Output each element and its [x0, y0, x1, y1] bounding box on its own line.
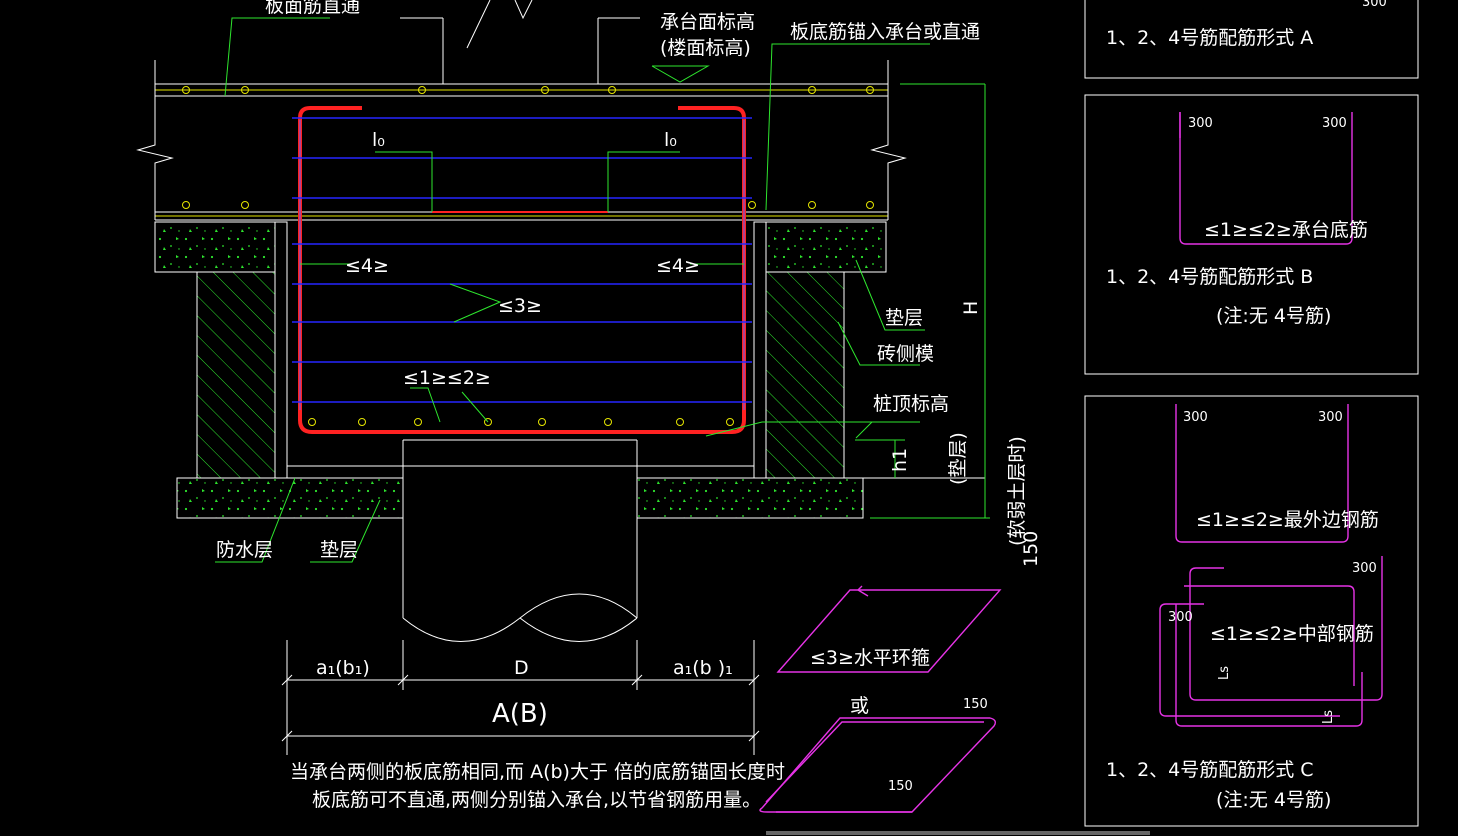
- panel-b-title: 1、2、4号筋配筋形式 B: [1106, 266, 1313, 288]
- panel-b-dim-left: 300: [1188, 116, 1213, 131]
- panel-b-note: (注:无 4号筋): [1216, 305, 1331, 327]
- main-section: 板面筋直通 承台面标高 (楼面标高) 板底筋锚入承台或直通 l₀ l₀ ≤4≥ …: [136, 0, 1042, 811]
- panel-a: 300 1、2、4号筋配筋形式 A: [1084, 0, 1419, 79]
- label-slab-top-bar: 板面筋直通: [265, 0, 360, 17]
- panel-b-dim-right: 300: [1322, 116, 1347, 131]
- dim-a1-left: a₁(b₁): [316, 657, 370, 679]
- leader-lines: [215, 17, 990, 563]
- panel-c-title: 1、2、4号筋配筋形式 C: [1106, 759, 1314, 781]
- pile: [402, 439, 638, 642]
- label-brick-mold: 砖侧模: [877, 343, 934, 365]
- main-labels: 板面筋直通 承台面标高 (楼面标高) 板底筋锚入承台或直通 l₀ l₀ ≤4≥ …: [216, 0, 1042, 811]
- dim-D: D: [514, 657, 529, 679]
- slab-top-lines: [136, 0, 907, 221]
- dim-AB: A(B): [492, 699, 548, 729]
- brick-side-molds: [196, 271, 985, 479]
- note-line1: 当承台两侧的板底筋相同,而 A(b)大于 倍的底筋锚固长度时: [290, 761, 785, 783]
- note-line2: 板底筋可不直通,两侧分别锚入承台,以节省钢筋用量。: [312, 789, 761, 811]
- panel-c-inner-label-2: ≤1≥≤2≥中部钢筋: [1210, 623, 1374, 645]
- rebar-bottom-bars: [308, 418, 734, 426]
- panel-c-dim-right2: 300: [1352, 561, 1377, 576]
- label-waterproof: 防水层: [216, 539, 273, 561]
- rebar-horizontal: [292, 117, 752, 403]
- label-cushion-left: 垫层: [320, 539, 358, 561]
- panel-c-dim-left2: 300: [1168, 610, 1193, 625]
- label-cushion-right: 垫层: [885, 307, 923, 329]
- label-l0-right: l₀: [664, 129, 677, 151]
- panel-b-inner-label: ≤1≥≤2≥承台底筋: [1204, 219, 1368, 241]
- label-150: 150: [1020, 531, 1042, 567]
- label-l0-left: l₀: [372, 129, 385, 151]
- label-soil: (软弱土层时): [1006, 436, 1028, 546]
- label-bar4-right: ≤4≥: [656, 255, 700, 277]
- dim-150-bottom: 150: [888, 779, 913, 794]
- dim-a1-right: a₁(b )₁: [673, 657, 733, 679]
- panel-a-title: 1、2、4号筋配筋形式 A: [1106, 27, 1313, 49]
- panel-c-inner-label-1: ≤1≥≤2≥最外边钢筋: [1196, 509, 1379, 531]
- label-cap-top-elev-1: 承台面标高: [660, 11, 755, 33]
- panel-c: 300 300 ≤1≥≤2≥最外边钢筋 300 300 ≤1≥≤2≥中部钢筋 L…: [1084, 395, 1419, 827]
- or-label: 或: [850, 695, 869, 717]
- panel-c-note: (注:无 4号筋): [1216, 789, 1331, 811]
- label-bar4-left: ≤4≥: [345, 255, 389, 277]
- panel-c-ls-2: Ls: [1321, 710, 1336, 724]
- label-pile-top: 桩顶标高: [873, 393, 949, 415]
- cushion-layers: [154, 221, 887, 519]
- loop-details: ≤3≥水平环箍 或 150 150: [759, 585, 1150, 835]
- panel-c-dim-left: 300: [1183, 410, 1208, 425]
- loop-label: ≤3≥水平环箍: [810, 647, 930, 669]
- dim-150-top: 150: [963, 697, 988, 712]
- label-bar12: ≤1≥≤2≥: [403, 367, 491, 389]
- label-bar3: ≤3≥: [498, 295, 542, 317]
- panel-b: 300 300 ≤1≥≤2≥承台底筋 1、2、4号筋配筋形式 B (注:无 4号…: [1084, 94, 1419, 375]
- label-H: H: [960, 301, 982, 315]
- label-h1: h1: [889, 448, 911, 472]
- dimension-lines: [281, 640, 760, 755]
- slab-top-bars: [182, 86, 874, 209]
- label-slab-bottom-bar: 板底筋锚入承台或直通: [790, 21, 980, 43]
- panel-a-corner-300: 300: [1362, 0, 1387, 10]
- label-cap-top-elev-2: (楼面标高): [660, 37, 751, 59]
- panel-c-ls-1: Ls: [1217, 666, 1232, 680]
- panel-c-dim-right: 300: [1318, 410, 1343, 425]
- label-bottom-layer: (垫层): [947, 432, 969, 485]
